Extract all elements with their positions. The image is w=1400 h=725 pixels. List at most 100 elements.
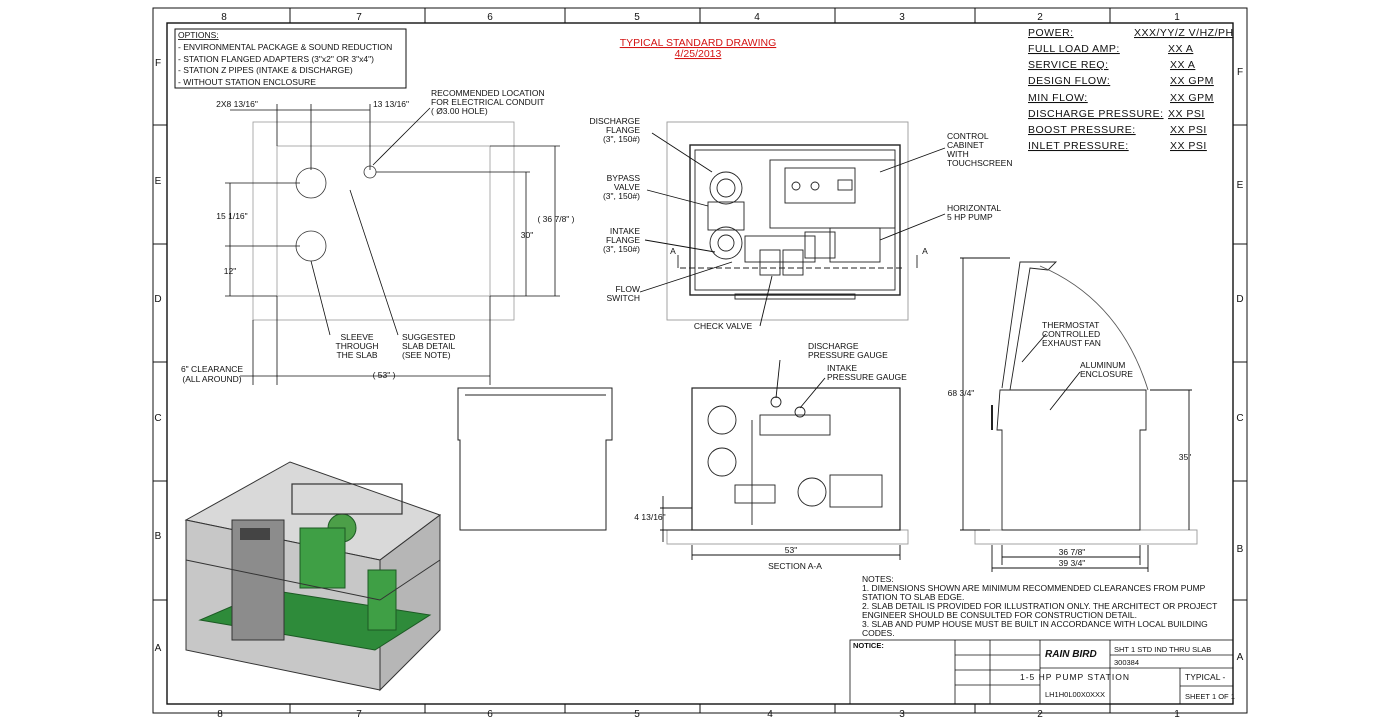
dim-4-13-16: 4 13/16" [634,512,665,522]
spec-label-design-flow: DESIGN FLOW: [1028,75,1110,87]
dim-section-53: 53" [785,545,797,555]
zone-col-5: 5 [634,12,640,23]
control-cabinet-label: WITH [947,149,969,159]
zone-col-7-bottom: 7 [356,709,362,720]
pump-plan-labels: DISCHARGE FLANGE (3", 150#) BYPASS VALVE… [589,116,1012,331]
option-item: - STATION FLANGED ADAPTERS (3"x2" OR 3"x… [178,54,374,64]
section-intake-pipe [707,447,737,477]
suggested-note: SUGGESTED [402,332,455,342]
sheet-title: SHT 1 STD IND THRU SLAB [1114,645,1211,654]
drawing-title: TYPICAL STANDARD DRAWING 4/25/2013 [620,37,777,60]
spec-label-inlet: INLET PRESSURE: [1028,140,1129,152]
spec-list: POWER: XXX/YY/Z V/HZ/PH FULL LOAD AMP: X… [1028,27,1233,152]
aluminum-label: ALUMINUM [1080,360,1125,370]
note-line: 1. DIMENSIONS SHOWN ARE MINIMUM RECOMMEN… [862,583,1206,593]
zone-col-1-bottom: 1 [1174,709,1180,720]
notes-heading: NOTES: [862,574,894,584]
option-item: - WITHOUT STATION ENCLOSURE [178,77,316,87]
section-marker-right: A [922,246,928,256]
clearance-note: 6" CLEARANCE [181,364,243,374]
thermostat-label: EXHAUST FAN [1042,338,1101,348]
title-date: 4/25/2013 [675,48,722,60]
discharge-flange-label: FLANGE [606,125,640,135]
enclosure-front-view [457,387,613,531]
note-line: 2. SLAB DETAIL IS PROVIDED FOR ILLUSTRAT… [862,601,1217,611]
thermostat-label: CONTROLLED [1042,329,1100,339]
intake-flange [709,226,743,260]
pump-label: 5 HP PUMP [947,212,993,222]
brand-logo-text: RAIN BIRD [1045,649,1097,660]
note-line: CODES. [862,628,895,638]
zone-row-d: D [154,294,161,305]
zone-labels-left: F E D C B A [154,58,161,654]
discharge-gauge-label: PRESSURE GAUGE [808,350,888,360]
dim-2x8: 2X8 13/16" [216,99,258,109]
suggested-note: SLAB DETAIL [402,341,455,351]
option-item: - ENVIRONMENTAL PACKAGE & SOUND REDUCTIO… [178,42,392,52]
conduit-note: ( Ø3.00 HOLE) [431,106,488,116]
dwg-number: 300384 [1114,658,1139,667]
zone-col-3-bottom: 3 [899,709,905,720]
zone-col-8-bottom: 8 [217,709,223,720]
intake-gauge-label: INTAKE [827,363,857,373]
title-block [849,639,1234,705]
sleeve-hole-lower [295,230,327,262]
intake-flange-label: INTAKE [610,226,640,236]
dim-39-3-4: 39 3/4" [1059,558,1086,568]
discharge-flange-label: DISCHARGE [589,116,640,126]
spec-label-discharge: DISCHARGE PRESSURE: [1028,108,1164,120]
pump-plan-view [639,121,946,327]
notes: NOTES: 1. DIMENSIONS SHOWN ARE MINIMUM R… [862,574,1217,638]
title-line-1: TYPICAL STANDARD DRAWING [620,37,777,49]
zone-row-a-right: A [1237,652,1244,663]
zone-col-2-bottom: 2 [1037,709,1043,720]
side-view [960,257,1198,572]
dim-36-7-8: ( 36 7/8" ) [537,214,574,224]
zone-col-1: 1 [1174,12,1180,23]
zone-col-2: 2 [1037,12,1043,23]
typical-label: TYPICAL - [1185,672,1225,682]
sleeve-note: THE SLAB [336,350,377,360]
sleeve-note: SLEEVE [340,332,373,342]
section-marker-left: A [670,246,676,256]
conduit-note: RECOMMENDED LOCATION [431,88,545,98]
check-valve [759,249,781,276]
section-pump [829,474,883,508]
zone-row-b: B [155,531,162,542]
notice-label: NOTICE: [853,641,884,650]
sleeve-note: THROUGH [336,341,379,351]
zone-col-4-bottom: 4 [767,709,773,720]
sleeve-hole-upper [295,167,327,199]
zone-col-6: 6 [487,12,493,23]
zone-row-e: E [155,176,162,187]
bypass-valve-label: VALVE [614,182,640,192]
spec-value-fla: XX A [1168,43,1193,55]
zone-col-5-bottom: 5 [634,709,640,720]
zone-labels-right: F E D C B A [1236,67,1243,663]
clearance-note: (ALL AROUND) [182,374,241,384]
dim-36-7-8-side: 36 7/8" [1059,547,1086,557]
aluminum-label: ENCLOSURE [1080,369,1133,379]
product-name: 1-5 HP PUMP STATION [1020,672,1130,682]
pump-label: HORIZONTAL [947,203,1001,213]
slab-plan-labels: 2X8 13/16" 13 13/16" 15 1/16" 12" 30" ( … [181,88,575,384]
spec-value-boost: XX PSI [1170,124,1207,136]
spec-value-discharge: XX PSI [1168,108,1205,120]
section-a-a-labels: DISCHARGE PRESSURE GAUGE INTAKE PRESSURE… [634,341,907,571]
bypass-valve-label: BYPASS [607,173,641,183]
zone-ticks [153,8,1247,713]
spec-label-power: POWER: [1028,27,1074,39]
intake-flange-label: (3", 150#) [603,244,640,254]
intake-pressure-gauge [794,406,806,418]
touchscreen [837,179,853,191]
spec-value-service: XX A [1170,59,1195,71]
control-cabinet [769,159,896,229]
flow-switch-label: SWITCH [606,293,640,303]
zone-col-3: 3 [899,12,905,23]
dim-13-13-16: 13 13/16" [373,99,409,109]
control-cabinet-label: CABINET [947,140,984,150]
zone-col-7: 7 [356,12,362,23]
dim-53: ( 53" ) [373,370,396,380]
sheet-count: SHEET 1 OF 1 [1185,692,1235,701]
